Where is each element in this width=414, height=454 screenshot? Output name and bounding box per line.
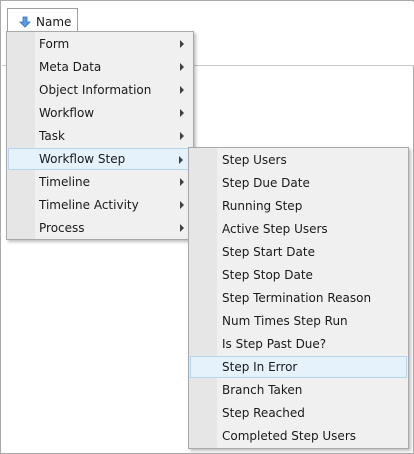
- chevron-right-icon: [179, 156, 183, 164]
- submenu-item-label: Step Due Date: [222, 176, 310, 190]
- submenu-item-label: Active Step Users: [222, 222, 328, 236]
- menu-item-task[interactable]: Task: [8, 125, 192, 147]
- submenu-item-label: Running Step: [222, 199, 303, 213]
- chevron-right-icon: [180, 132, 184, 140]
- submenu-item-label: Step Start Date: [222, 245, 315, 259]
- submenu-item-label: Is Step Past Due?: [222, 337, 327, 351]
- menu-item-workflow-step[interactable]: Workflow Step: [8, 148, 192, 170]
- menu-item-object-information[interactable]: Object Information: [8, 79, 192, 101]
- submenu-item-label: Completed Step Users: [222, 429, 357, 443]
- submenu-item-label: Step Termination Reason: [222, 291, 372, 305]
- submenu-item-is-step-past-due[interactable]: Is Step Past Due?: [190, 333, 407, 355]
- submenu-item-label: Num Times Step Run: [222, 314, 348, 328]
- menu-item-label: Process: [39, 221, 85, 235]
- menu-item-label: Task: [39, 129, 65, 143]
- submenu-item-label: Step Users: [222, 153, 287, 167]
- down-arrow-icon: [19, 16, 31, 28]
- menu-item-label: Workflow: [39, 106, 95, 120]
- chevron-right-icon: [180, 224, 184, 232]
- submenu-item-completed-step-users[interactable]: Completed Step Users: [190, 425, 407, 447]
- chevron-right-icon: [180, 109, 184, 117]
- submenu-item-step-start-date[interactable]: Step Start Date: [190, 241, 407, 263]
- submenu-item-num-times-step-run[interactable]: Num Times Step Run: [190, 310, 407, 332]
- menu-item-label: Form: [39, 37, 70, 51]
- chevron-right-icon: [180, 86, 184, 94]
- submenu-item-step-due-date[interactable]: Step Due Date: [190, 172, 407, 194]
- chevron-right-icon: [180, 201, 184, 209]
- chevron-right-icon: [180, 178, 184, 186]
- submenu-item-branch-taken[interactable]: Branch Taken: [190, 379, 407, 401]
- name-column-tab[interactable]: Name: [7, 8, 78, 34]
- menu-item-workflow[interactable]: Workflow: [8, 102, 192, 124]
- submenu-icon-gutter: [189, 148, 217, 448]
- menu-item-label: Timeline Activity: [39, 198, 139, 212]
- name-column-label: Name: [36, 14, 72, 29]
- submenu-item-step-users[interactable]: Step Users: [190, 149, 407, 171]
- menu-item-timeline-activity[interactable]: Timeline Activity: [8, 194, 192, 216]
- submenu-item-label: Branch Taken: [222, 383, 303, 397]
- submenu-item-running-step[interactable]: Running Step: [190, 195, 407, 217]
- chevron-right-icon: [180, 63, 184, 71]
- submenu-item-label: Step Reached: [222, 406, 305, 420]
- submenu-item-label: Step Stop Date: [222, 268, 313, 282]
- menu-item-form[interactable]: Form: [8, 33, 192, 55]
- submenu-item-step-stop-date[interactable]: Step Stop Date: [190, 264, 407, 286]
- submenu-item-label: Step In Error: [222, 360, 298, 374]
- menu-item-label: Object Information: [39, 83, 152, 97]
- menu-item-label: Meta Data: [39, 60, 102, 74]
- submenu-item-step-reached[interactable]: Step Reached: [190, 402, 407, 424]
- menu-item-label: Timeline: [39, 175, 91, 189]
- submenu-item-active-step-users[interactable]: Active Step Users: [190, 218, 407, 240]
- submenu-item-step-termination-reason[interactable]: Step Termination Reason: [190, 287, 407, 309]
- chevron-right-icon: [180, 40, 184, 48]
- menu-icon-gutter: [7, 32, 35, 239]
- submenu-item-step-in-error[interactable]: Step In Error: [190, 356, 407, 378]
- menu-item-meta-data[interactable]: Meta Data: [8, 56, 192, 78]
- menu-item-timeline[interactable]: Timeline: [8, 171, 192, 193]
- menu-item-label: Workflow Step: [39, 152, 126, 166]
- menu-item-process[interactable]: Process: [8, 217, 192, 239]
